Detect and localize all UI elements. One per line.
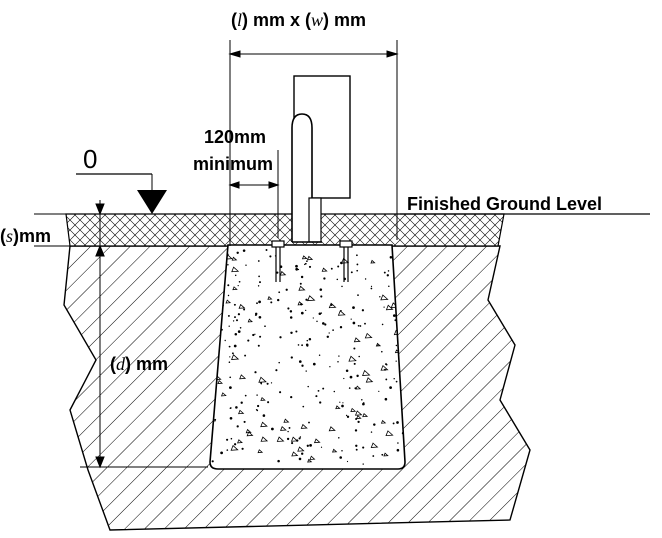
surface-depth-label: (s)mm <box>0 226 51 246</box>
ground-level-label: Finished Ground Level <box>407 194 602 214</box>
datum-marker <box>76 173 167 214</box>
surface-layer <box>65 213 505 247</box>
footing-depth-label: (d) mm <box>110 354 168 374</box>
edge-distance-label-line2: minimum <box>193 154 273 174</box>
depth-dimensions <box>34 200 208 469</box>
width-dimension <box>228 40 399 246</box>
concrete-footing <box>209 244 406 470</box>
post <box>291 75 351 243</box>
dimension-label-lw: (l) mm x (w) mm <box>231 10 366 30</box>
edge-distance-dimension <box>228 150 280 238</box>
datum-label: 0 <box>83 144 97 174</box>
anchor-bolts <box>271 240 353 282</box>
edge-distance-label-line1: 120mm <box>204 127 266 147</box>
